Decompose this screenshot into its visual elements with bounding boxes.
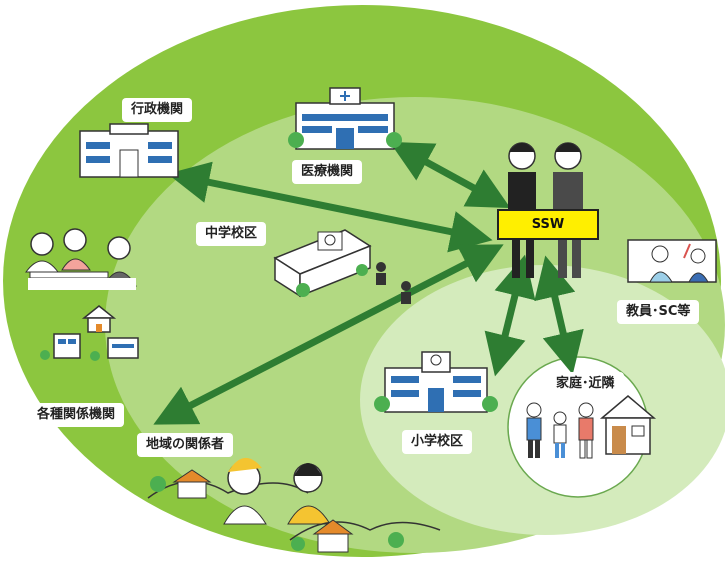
label-related-agencies: 各種関係機関 [28,403,125,427]
label-family: 家庭･近隣 [547,372,624,396]
ssw-staff-icon [508,142,583,278]
label-admin: 行政機関 [122,98,193,122]
label-elementary-school-district: 小学校区 [402,430,473,454]
label-medical: 医療機関 [292,160,363,184]
arrow-elementary-ssw [484,254,536,377]
middle-school-icon [273,229,372,298]
arrow-family-ssw [534,255,584,375]
elementary-school-icon [374,351,498,413]
community-people-icon [147,457,441,553]
hospital-icon [288,87,402,150]
admin-building-icon [79,123,179,178]
family-icon [526,395,657,459]
students-walking-icon [376,262,411,304]
label-middle-school-district: 中学校区 [196,222,267,246]
arrow-community-ssw [153,244,504,425]
ssw-box: SSW [497,209,599,240]
related-agencies-icon [40,305,139,361]
label-teachers: 教員･SC等 [617,300,700,324]
meeting-people-icon [25,228,137,290]
arrow-medical-ssw [389,141,511,209]
label-community: 地域の関係者 [137,433,234,457]
arrow-admin-ssw [167,161,493,253]
teachers-icon [627,239,717,283]
